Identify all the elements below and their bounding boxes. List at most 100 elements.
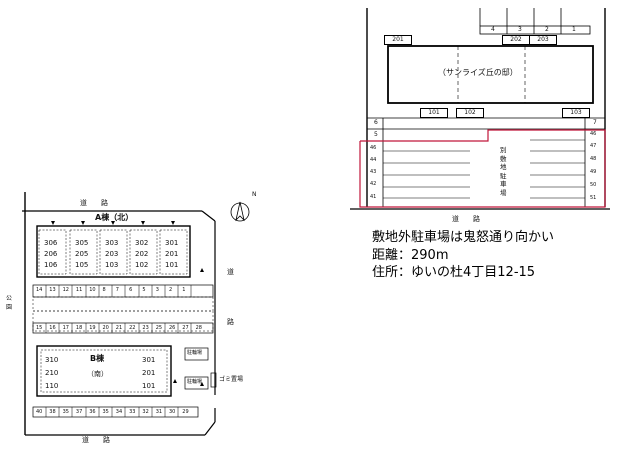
building-b-sub: （南） bbox=[87, 370, 108, 378]
compass-letter: N bbox=[252, 191, 257, 198]
offsite-lot-drawing bbox=[350, 8, 610, 210]
top-slot: 2 bbox=[545, 26, 549, 33]
site-plan-drawing bbox=[22, 192, 250, 436]
room-number: 301 bbox=[142, 356, 156, 364]
parking-slot-number: 6 bbox=[129, 287, 133, 293]
parking-slot-number: 15 bbox=[36, 325, 43, 331]
offsite-parking-notes: 敷地外駐車場は鬼怒通り向かい 距離：290m 住所：ゆいの杜4丁目12-15 bbox=[372, 229, 554, 282]
parking-slot-number: 13 bbox=[49, 287, 56, 293]
slot-number: 46 bbox=[590, 131, 597, 137]
parking-slot-number: 22 bbox=[129, 325, 136, 331]
parking-slot-number: 3 bbox=[155, 287, 159, 293]
slot-number: 49 bbox=[590, 169, 597, 175]
parking-slot-number: 5 bbox=[142, 287, 146, 293]
slot-number: 5 bbox=[374, 131, 378, 138]
parking-slot-number: 28 bbox=[195, 325, 202, 331]
parking-slot-number: 1 bbox=[182, 287, 186, 293]
parking-slot-number: 21 bbox=[115, 325, 123, 331]
room-number: 106 bbox=[44, 261, 58, 269]
unit-tag: 101 bbox=[420, 108, 448, 118]
road-label-right: 道 bbox=[227, 268, 234, 276]
slot-number: 6 bbox=[374, 119, 378, 126]
room-number: 303 bbox=[105, 239, 119, 247]
lot-label: 別 敷 地 駐 車 場 bbox=[500, 146, 507, 197]
room-number: 310 bbox=[45, 356, 59, 364]
top-slot: 3 bbox=[518, 26, 522, 33]
note-location: 敷地外駐車場は鬼怒通り向かい bbox=[372, 230, 555, 245]
room-number: 201 bbox=[142, 369, 156, 377]
park-label: 公 園 bbox=[6, 295, 13, 311]
parking-slot-number: 25 bbox=[155, 325, 163, 331]
slot-number: 42 bbox=[370, 181, 377, 187]
room-number: 101 bbox=[142, 382, 156, 390]
note-address: 住所：ゆいの杜4丁目12-15 bbox=[372, 265, 536, 280]
room-number: 202 bbox=[135, 250, 149, 258]
parking-slot-number: 19 bbox=[89, 325, 96, 331]
slot-number: 48 bbox=[590, 156, 597, 162]
parking-slot-number: 33 bbox=[129, 409, 136, 415]
parking-slot-number: 35 bbox=[62, 409, 69, 415]
unit-tag: 201 bbox=[384, 35, 412, 45]
room-column: 305 205 105 bbox=[75, 238, 88, 271]
unit-tag-label: 102 bbox=[464, 109, 476, 116]
unit-tag: 203 bbox=[529, 35, 557, 45]
parking-slot-number: 17 bbox=[62, 325, 69, 331]
top-slot: 1 bbox=[572, 26, 576, 33]
unit-tag-label: 103 bbox=[570, 109, 582, 116]
parking-slot-number: 26 bbox=[169, 325, 176, 331]
site-plan: N 道 路 道 路 道 路 公 園 A棟（北） 306 206 106 305 … bbox=[0, 190, 280, 452]
parking-slot-number: 37 bbox=[75, 409, 83, 415]
parking-slot-number: 10 bbox=[89, 287, 96, 293]
room-number: 105 bbox=[75, 261, 89, 269]
room-number: 110 bbox=[45, 382, 59, 390]
room-number: 206 bbox=[44, 250, 58, 258]
slot-number: 51 bbox=[590, 195, 597, 201]
road-label-top: 道 路 bbox=[80, 199, 108, 207]
parking-slot-number: 11 bbox=[75, 287, 83, 293]
slot-number: 47 bbox=[590, 143, 597, 149]
room-column: 303 203 103 bbox=[105, 238, 118, 271]
room-number: 203 bbox=[105, 250, 119, 258]
room-number: 305 bbox=[75, 239, 89, 247]
room-number: 205 bbox=[75, 250, 89, 258]
room-column: 310 210 110 bbox=[45, 354, 58, 393]
parking-slot-number: 29 bbox=[182, 409, 189, 415]
room-number: 306 bbox=[44, 239, 58, 247]
room-number: 301 bbox=[165, 239, 179, 247]
parking-slot-number: 38 bbox=[49, 409, 56, 415]
slot-number: 7 bbox=[593, 119, 597, 126]
parking-slot-number: 23 bbox=[142, 325, 149, 331]
top-slot: 4 bbox=[491, 26, 495, 33]
parking-slot-number: 34 bbox=[115, 409, 123, 415]
offsite-lot-plan: 4 3 2 1 201 202 203 （サンライズ丘の邸） 101 102 1… bbox=[350, 0, 610, 223]
room-number: 102 bbox=[135, 261, 149, 269]
road-label-bottom: 道 路 bbox=[82, 436, 110, 444]
bike-parking-label: 駐輪場 bbox=[187, 350, 203, 356]
parking-slot-number: 27 bbox=[182, 325, 189, 331]
slot-number: 46 bbox=[370, 145, 377, 151]
parking-slot-number: 8 bbox=[102, 287, 106, 293]
room-number: 201 bbox=[165, 250, 179, 258]
unit-tag: 202 bbox=[502, 35, 530, 45]
room-number: 103 bbox=[105, 261, 119, 269]
building-a-label: A棟（北） bbox=[95, 213, 134, 222]
note-distance: 距離：290m bbox=[372, 247, 449, 263]
parking-slot-number: 40 bbox=[36, 409, 43, 415]
unit-tag: 102 bbox=[456, 108, 484, 118]
parking-slot-number: 20 bbox=[102, 325, 109, 331]
room-column: 301 201 101 bbox=[142, 354, 155, 393]
road-label: 道 路 bbox=[452, 215, 480, 223]
road-label-right: 路 bbox=[227, 318, 234, 326]
building-name: （サンライズ丘の邸） bbox=[438, 68, 518, 77]
unit-tag-label: 201 bbox=[392, 36, 404, 43]
slot-number: 50 bbox=[590, 182, 597, 188]
unit-tag-label: 202 bbox=[510, 36, 522, 43]
parking-slot-number: 35 bbox=[102, 409, 109, 415]
room-column: 301 201 101 bbox=[165, 238, 178, 271]
unit-tag-label: 101 bbox=[428, 109, 440, 116]
room-number: 101 bbox=[165, 261, 179, 269]
slot-number: 41 bbox=[370, 194, 377, 200]
room-column: 306 206 106 bbox=[44, 238, 57, 271]
parking-slot-number: 31 bbox=[155, 409, 163, 415]
garbage-label: ゴミ置場 bbox=[219, 376, 244, 383]
